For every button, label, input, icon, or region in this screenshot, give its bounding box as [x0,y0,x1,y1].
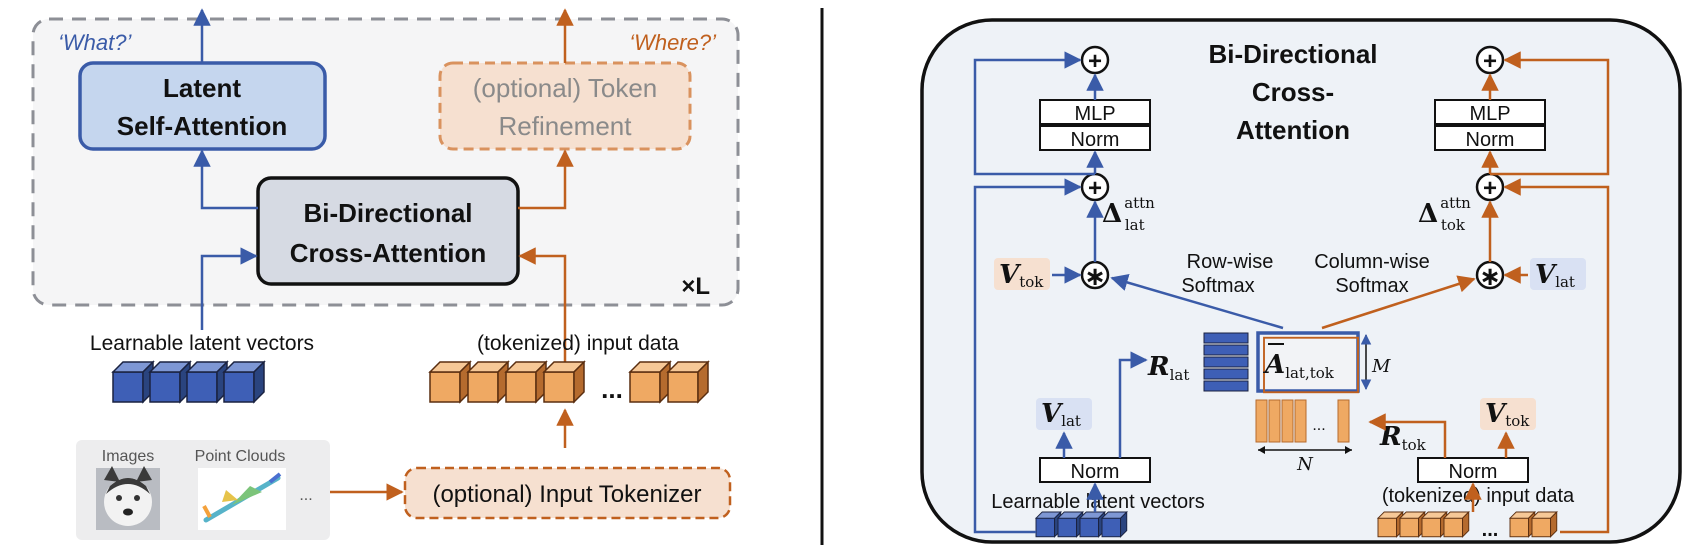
left-token-dots: ... [601,374,623,404]
token-ref-line1: (optional) Token [473,73,658,103]
attention-matrix-inner [1263,336,1359,394]
v-tok-chip-right [1480,398,1536,430]
right-title-line3: Attention [1236,115,1350,145]
input-tokenizer-label: (optional) Input Tokenizer [432,481,701,508]
v-lat-right-label: Vlat [1535,260,1575,291]
latent-mlp-label: MLP [1074,103,1115,125]
token-norm-box-top [1434,125,1546,151]
v-lat-left-label: Vlat [1041,399,1081,430]
r-tok-label: Rtok [1379,422,1427,454]
airplane-pointcloud-thumbnail [198,468,286,530]
token-branch-arrows [1321,51,1610,534]
left-token-cubes: ... [429,361,709,404]
images-label: Images [102,448,154,465]
latent-branch-arrows [973,51,1284,534]
v-tok-label: Vtok [999,260,1044,291]
attention-matrix-label: Alat,tok [1262,350,1335,382]
left-latent-vectors-label: Learnable latent vectors [90,332,314,355]
right-token-dots: ... [1482,519,1499,541]
right-detail-panel: Bi-Directional Cross- Attention + MLP No… [920,18,1682,544]
latent-norm-box-top [1039,125,1151,151]
latent-sa-line1: Latent [163,73,241,103]
token-ref-line2: Refinement [499,111,633,141]
r-lat-stack [1203,332,1249,392]
left-overview-panel: ‘What?’ ‘Where?’ Latent Self-Attention (… [31,8,740,540]
right-latent-vectors-label: Learnable latent vectors [991,491,1204,513]
dog-image-thumbnail [96,466,160,530]
right-title-line2: Cross- [1252,77,1334,107]
right-latent-cubes [1035,511,1128,538]
token-add-top [1475,45,1505,75]
v-tok-right-label: Vtok [1485,399,1530,430]
left-input-data-label: (tokenized) input data [477,332,679,355]
input-modalities-box: Images Point Clouds [76,440,330,540]
bdca-line1: Bi-Directional [303,198,472,228]
latent-sa-line2: Self-Attention [117,111,287,141]
latent-norm-box-bottom [1039,457,1151,483]
left-latent-cubes [112,361,265,403]
row-softmax-line1: Row-wise [1187,251,1274,273]
r-tok-stack: ... [1255,399,1350,443]
latent-mlp-box [1039,99,1151,125]
r-lat-label: Rlat [1147,352,1189,384]
right-title-line1: Bi-Directional [1208,39,1377,69]
token-norm-top-label: Norm [1466,129,1515,151]
row-softmax-line2: Softmax [1181,275,1254,297]
latent-add-mid-symbol: + [1088,175,1102,202]
token-conv-symbol: ∗ [1479,261,1501,291]
m-dimension-label: M [1371,356,1391,377]
v-tok-chip [994,258,1050,290]
token-add-mid-symbol: + [1483,175,1497,202]
latent-self-attention-block: Latent Self-Attention [78,61,327,151]
v-lat-chip-right [1530,258,1586,290]
col-softmax-line2: Softmax [1335,275,1408,297]
latent-add-top [1080,45,1110,75]
latent-add-top-symbol: + [1088,48,1102,75]
pointclouds-label: Point Clouds [195,448,286,465]
where-label: ‘Where?’ [629,30,717,55]
token-add-top-symbol: + [1483,48,1497,75]
attention-matrix-group: Alat,tok M ... N [1203,331,1391,475]
n-dimension-label: N [1296,454,1314,475]
latent-norm-top-label: Norm [1071,129,1120,151]
token-norm-box-bottom [1417,457,1529,483]
latent-conv-symbol: ∗ [1084,261,1106,291]
v-lat-chip-left [1036,398,1092,430]
left-blue-arrows [193,8,258,330]
token-norm-bottom-label: Norm [1449,461,1498,483]
col-softmax-line1: Column-wise [1314,251,1430,273]
what-label: ‘What?’ [58,30,132,55]
more-modalities-label: ... [299,487,312,504]
right-input-data-label: (tokenized) input data [1382,485,1575,507]
r-tok-dots: ... [1312,417,1325,434]
bi-directional-cross-attention-block: Bi-Directional Cross-Attention [256,176,520,286]
token-mlp-label: MLP [1469,103,1510,125]
input-tokenizer-block: (optional) Input Tokenizer [403,466,732,520]
latent-norm-bottom-label: Norm [1071,461,1120,483]
repeat-count-label: ×L [681,273,710,300]
token-refinement-block: (optional) Token Refinement [438,61,692,151]
left-orange-arrows [330,8,574,501]
right-token-cubes: ... [1377,511,1558,541]
bdca-line2: Cross-Attention [290,238,486,268]
token-mlp-box [1434,99,1546,125]
